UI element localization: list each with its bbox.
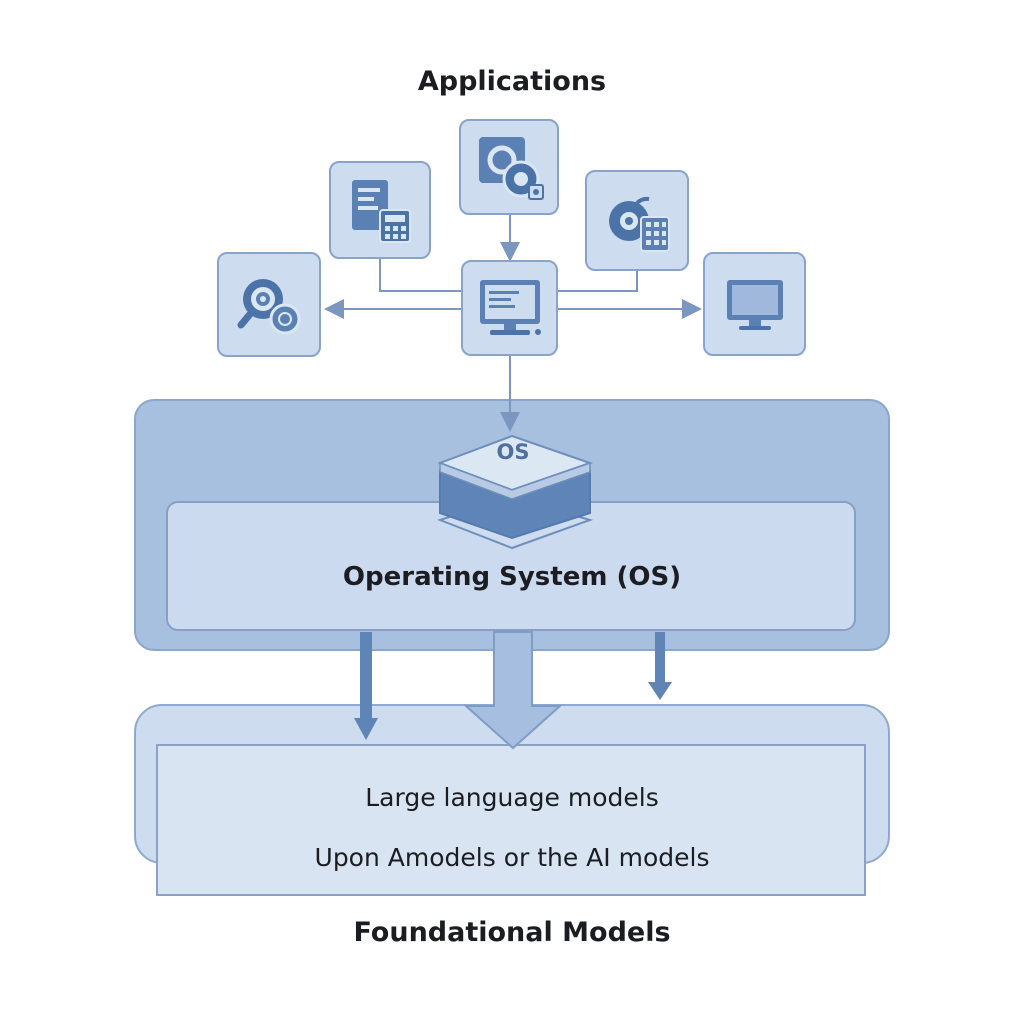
app-card-monitor[interactable] xyxy=(703,252,806,356)
app-card-gear-search[interactable] xyxy=(217,252,321,357)
desktop-computer-icon xyxy=(479,280,541,335)
gear-search-icon xyxy=(237,278,301,334)
os-stack-icon xyxy=(437,434,594,550)
app-card-document[interactable] xyxy=(329,161,431,259)
foundation-line-llm: Large language models xyxy=(365,783,659,812)
arrow-os-to-foundation-center xyxy=(463,631,563,750)
arrow-os-to-foundation-left xyxy=(354,632,378,740)
foundation-line-ai-models: Upon Amodels or the AI models xyxy=(314,843,710,872)
gauge-disc-icon xyxy=(479,137,544,200)
monitor-icon xyxy=(726,280,783,330)
app-card-gauge[interactable] xyxy=(459,119,559,215)
app-card-chart[interactable] xyxy=(585,170,689,271)
foundational-models-title: Foundational Models xyxy=(353,917,671,948)
connector-doc-to-center xyxy=(379,258,462,292)
chart-calculator-icon xyxy=(609,196,670,252)
arrow-os-to-foundation-right xyxy=(648,632,672,700)
document-calculator-icon xyxy=(352,180,411,243)
applications-title: Applications xyxy=(417,66,607,97)
foundation-layer-panel xyxy=(156,744,866,896)
app-card-desktop[interactable] xyxy=(461,260,558,356)
os-badge: OS xyxy=(496,440,530,464)
os-title: Operating System (OS) xyxy=(342,562,682,592)
connector-chart-to-center xyxy=(558,270,638,292)
